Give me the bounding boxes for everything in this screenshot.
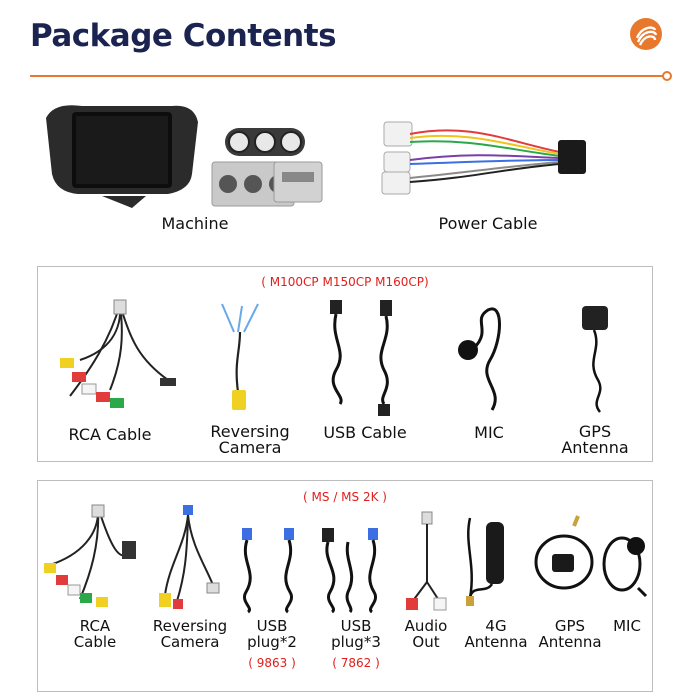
usb-plug-3-label: USB plug*3	[316, 618, 396, 650]
reversing-camera-cable-icon	[221, 303, 259, 410]
mic-label-ms: MIC	[602, 618, 652, 634]
usb-plug-2-label-line1: USB	[256, 617, 288, 635]
usb-plug-2-part-number: ( 9863 )	[248, 656, 296, 670]
gps-antenna-label-ms-line2: Antenna	[538, 633, 602, 651]
rca-cable-label-ms: RCA Cable	[55, 618, 135, 650]
microphone-icon-ms	[602, 536, 648, 598]
usb-plug-2-label: USB plug*2	[232, 618, 312, 650]
reversing-camera-label-ms: Reversing Camera	[145, 618, 235, 650]
4g-antenna-label-line1: 4G	[485, 617, 507, 635]
usb-cable-icon	[330, 300, 392, 416]
usb-cable-label: USB Cable	[323, 423, 407, 442]
gps-antenna-label-line2: Antenna	[561, 438, 629, 457]
panel1-model-note: ( M100CP M150CP M160CP)	[261, 275, 429, 289]
usb-plug-2-icon	[242, 528, 294, 614]
gps-antenna-label: GPS Antenna	[540, 424, 650, 456]
wiring-harness-icon	[381, 121, 586, 195]
header-divider-end-dot	[662, 71, 672, 81]
audio-out-label: Audio Out	[388, 618, 464, 650]
rca-cable-label: RCA Cable	[68, 425, 152, 444]
4g-antenna-icon	[466, 517, 504, 606]
gps-antenna-label-line1: GPS	[578, 422, 612, 441]
rca-cable-icon	[60, 299, 176, 408]
header-divider	[30, 75, 664, 77]
page-title: Package Contents	[30, 18, 337, 54]
microphone-icon	[458, 307, 501, 411]
orange-coil-logo-icon	[630, 18, 662, 50]
gps-antenna-label-ms: GPS Antenna	[530, 618, 610, 650]
usb-plug-2-label-line2: plug*2	[247, 633, 297, 651]
4g-antenna-label: 4G Antenna	[456, 618, 536, 650]
reversing-camera-label-ms-line1: Reversing	[152, 617, 228, 635]
4g-antenna-label-line2: Antenna	[464, 633, 528, 651]
audio-out-label-line2: Out	[412, 633, 440, 651]
mic-label-ms-line1: MIC	[613, 617, 641, 635]
machine-label: Machine	[161, 214, 229, 233]
usb-plug-3-part-number: ( 7862 )	[332, 656, 380, 670]
panel2-model-note: ( MS / MS 2K )	[303, 490, 387, 504]
audio-out-label-line1: Audio	[404, 617, 448, 635]
gps-antenna-icon	[582, 306, 608, 413]
reversing-camera-label-ms-line2: Camera	[160, 633, 220, 651]
usb-plug-3-icon	[322, 528, 378, 614]
reversing-camera-label-line2: Camera	[218, 438, 282, 457]
usb-plug-3-label-line1: USB	[340, 617, 372, 635]
car-stereo-panel-icon	[46, 105, 323, 208]
rca-cable-label-ms-line2: Cable	[73, 633, 117, 651]
usb-plug-3-label-line2: plug*3	[331, 633, 381, 651]
gps-antenna-label-ms-line1: GPS	[554, 617, 586, 635]
rca-cable-icon-ms	[44, 504, 136, 607]
audio-out-cable-icon	[406, 511, 447, 611]
reversing-camera-cable-icon-ms	[159, 505, 220, 609]
power-cable-label: Power Cable	[438, 214, 538, 233]
rca-cable-label-ms-line1: RCA	[79, 617, 111, 635]
gps-antenna-icon-ms	[534, 515, 594, 590]
reversing-camera-label-line1: Reversing	[210, 422, 290, 441]
accessories-panel-m100cp	[37, 266, 653, 462]
reversing-camera-label: Reversing Camera	[195, 424, 305, 456]
mic-label: MIC	[474, 423, 504, 442]
